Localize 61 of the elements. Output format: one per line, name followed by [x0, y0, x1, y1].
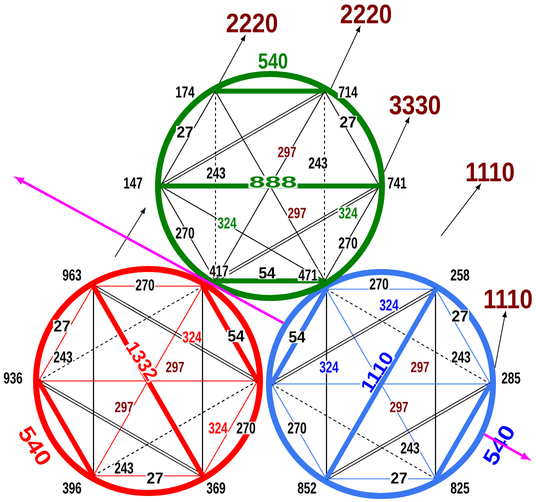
- number-label: 417: [208, 264, 230, 278]
- vertex-label: 963: [62, 268, 82, 282]
- number-label: 270: [236, 422, 256, 434]
- number-label: 471: [298, 268, 318, 282]
- number-label: 27: [390, 472, 408, 484]
- vertex-label: 174: [174, 86, 196, 98]
- number-label: 297: [114, 401, 134, 413]
- number-label: 243: [450, 350, 472, 364]
- number-label: 270: [134, 278, 156, 292]
- number-label: 243: [206, 166, 226, 180]
- number-label: 27: [176, 126, 194, 138]
- number-label: 297: [287, 207, 307, 219]
- number-label: 324: [182, 330, 202, 344]
- number-label: 270: [174, 226, 196, 240]
- number-label: 297: [165, 361, 185, 373]
- number-label: 1110: [484, 289, 532, 308]
- number-label: 243: [114, 462, 134, 474]
- vertex-label: 258: [450, 268, 470, 282]
- number-label: 270: [286, 422, 308, 434]
- number-label: 324: [216, 216, 238, 230]
- vertex-label: 852: [296, 482, 318, 494]
- number-label: 1110: [466, 162, 514, 182]
- number-label: 54: [258, 266, 276, 280]
- vertex-label: 285: [500, 372, 522, 384]
- number-label: 27: [146, 472, 164, 484]
- number-label: 243: [400, 442, 420, 454]
- number-label: 3330: [390, 95, 440, 115]
- number-label: 324: [318, 360, 340, 374]
- arrow: [440, 184, 481, 236]
- arrow: [330, 26, 360, 89]
- vertex-label: 825: [450, 482, 470, 494]
- arrow: [384, 117, 410, 172]
- vertex-label: 147: [122, 176, 144, 190]
- number-label: 888: [248, 176, 298, 188]
- number-label: 54: [288, 330, 306, 344]
- number-label: 297: [277, 146, 297, 158]
- vertex-label: 396: [62, 482, 82, 494]
- arc-label: 540: [257, 52, 289, 70]
- number-label: 27: [52, 320, 72, 332]
- arrow: [494, 312, 507, 368]
- number-label: 270: [368, 278, 390, 290]
- vertex-label: 936: [2, 372, 24, 384]
- number-label: 324: [208, 422, 228, 434]
- number-label: 270: [338, 236, 358, 250]
- number-label: 243: [308, 156, 328, 170]
- vertex-label: 714: [338, 86, 358, 98]
- vertex-label: 741: [386, 176, 408, 190]
- number-label: 2220: [226, 13, 278, 33]
- number-label: 324: [378, 298, 400, 312]
- number-label: 2220: [340, 4, 392, 24]
- vertex-label: 369: [206, 482, 226, 494]
- number-label: 54: [226, 330, 246, 342]
- number-label: 243: [52, 350, 74, 364]
- number-label: 27: [338, 116, 358, 128]
- number-label: 27: [450, 310, 470, 322]
- arrow: [16, 177, 284, 324]
- number-label: 324: [338, 206, 358, 220]
- number-label: 297: [389, 401, 409, 413]
- number-label: 297: [410, 361, 430, 373]
- arrow: [484, 433, 530, 460]
- arrow: [219, 35, 246, 84]
